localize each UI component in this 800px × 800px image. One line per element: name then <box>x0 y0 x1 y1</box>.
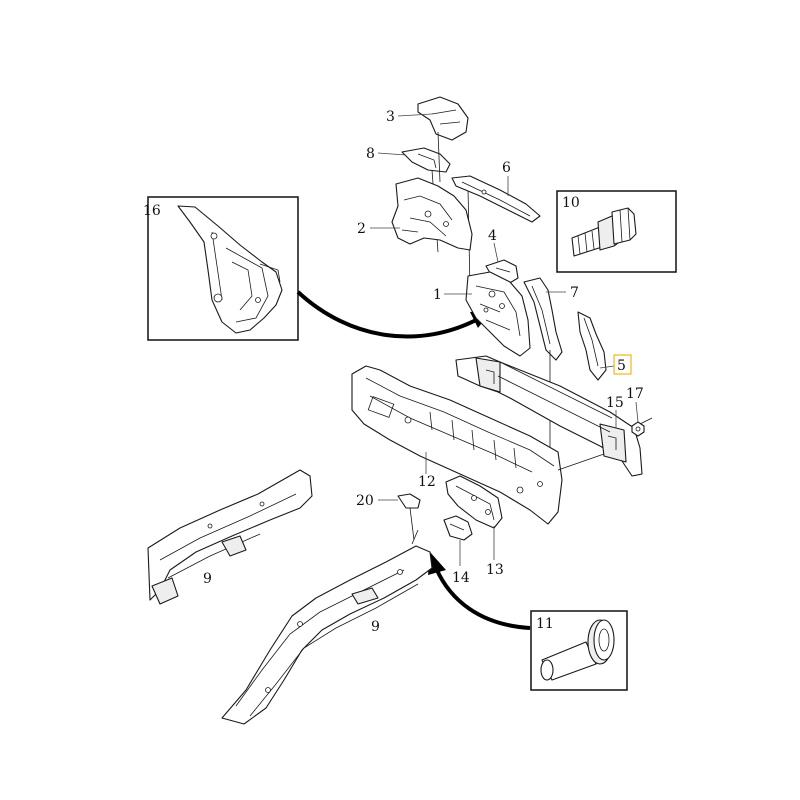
part-8: 8 <box>366 146 451 173</box>
callout-8: 8 <box>366 146 375 162</box>
callout-5: 5 <box>617 358 626 374</box>
part-9-left-rail: 9 <box>147 469 313 605</box>
part-7: 7 <box>523 277 579 361</box>
callout-20: 20 <box>356 493 374 509</box>
callout-16: 16 <box>143 203 161 219</box>
part-2: 2 <box>357 177 473 251</box>
part-15: 15 <box>455 355 643 477</box>
part-16-drawing <box>177 205 283 334</box>
callout-6: 6 <box>502 160 511 176</box>
part-13: 13 <box>445 475 504 578</box>
part-20: 20 <box>356 493 421 541</box>
callout-9a: 9 <box>203 571 212 587</box>
part-12: 12 <box>351 365 563 525</box>
inset-11-arrow-head <box>428 552 446 575</box>
callout-9b: 9 <box>371 619 380 635</box>
callout-15: 15 <box>606 395 624 411</box>
part-5: 5 <box>577 311 632 381</box>
callout-1: 1 <box>433 287 442 303</box>
callout-17: 17 <box>626 386 644 402</box>
part-3: 3 <box>386 96 469 141</box>
callout-10: 10 <box>562 195 580 211</box>
callout-5-highlight <box>613 354 632 375</box>
bolt-11-icon <box>540 619 615 681</box>
inset-11: 11 <box>530 610 628 691</box>
callout-7: 7 <box>570 285 579 301</box>
part-9-lower-rail: 9 <box>221 529 433 725</box>
part-1: 1 <box>433 271 531 357</box>
inset-10: 10 <box>556 190 677 273</box>
part-17: 17 <box>626 386 653 437</box>
callout-12: 12 <box>418 474 436 490</box>
inset-11-arrow <box>434 567 531 630</box>
callout-2: 2 <box>357 221 366 237</box>
part-14: 14 <box>443 515 473 586</box>
callout-13: 13 <box>486 562 504 578</box>
callout-3: 3 <box>386 109 395 125</box>
inset-16: 16 <box>143 196 299 341</box>
part-6: 6 <box>451 160 541 223</box>
assembly-line-12-15 <box>557 453 605 471</box>
callout-11: 11 <box>536 616 554 632</box>
callout-14: 14 <box>452 570 470 586</box>
bolt-10-icon <box>571 207 637 257</box>
inset-16-arrow <box>296 290 481 339</box>
callout-4: 4 <box>488 228 497 244</box>
